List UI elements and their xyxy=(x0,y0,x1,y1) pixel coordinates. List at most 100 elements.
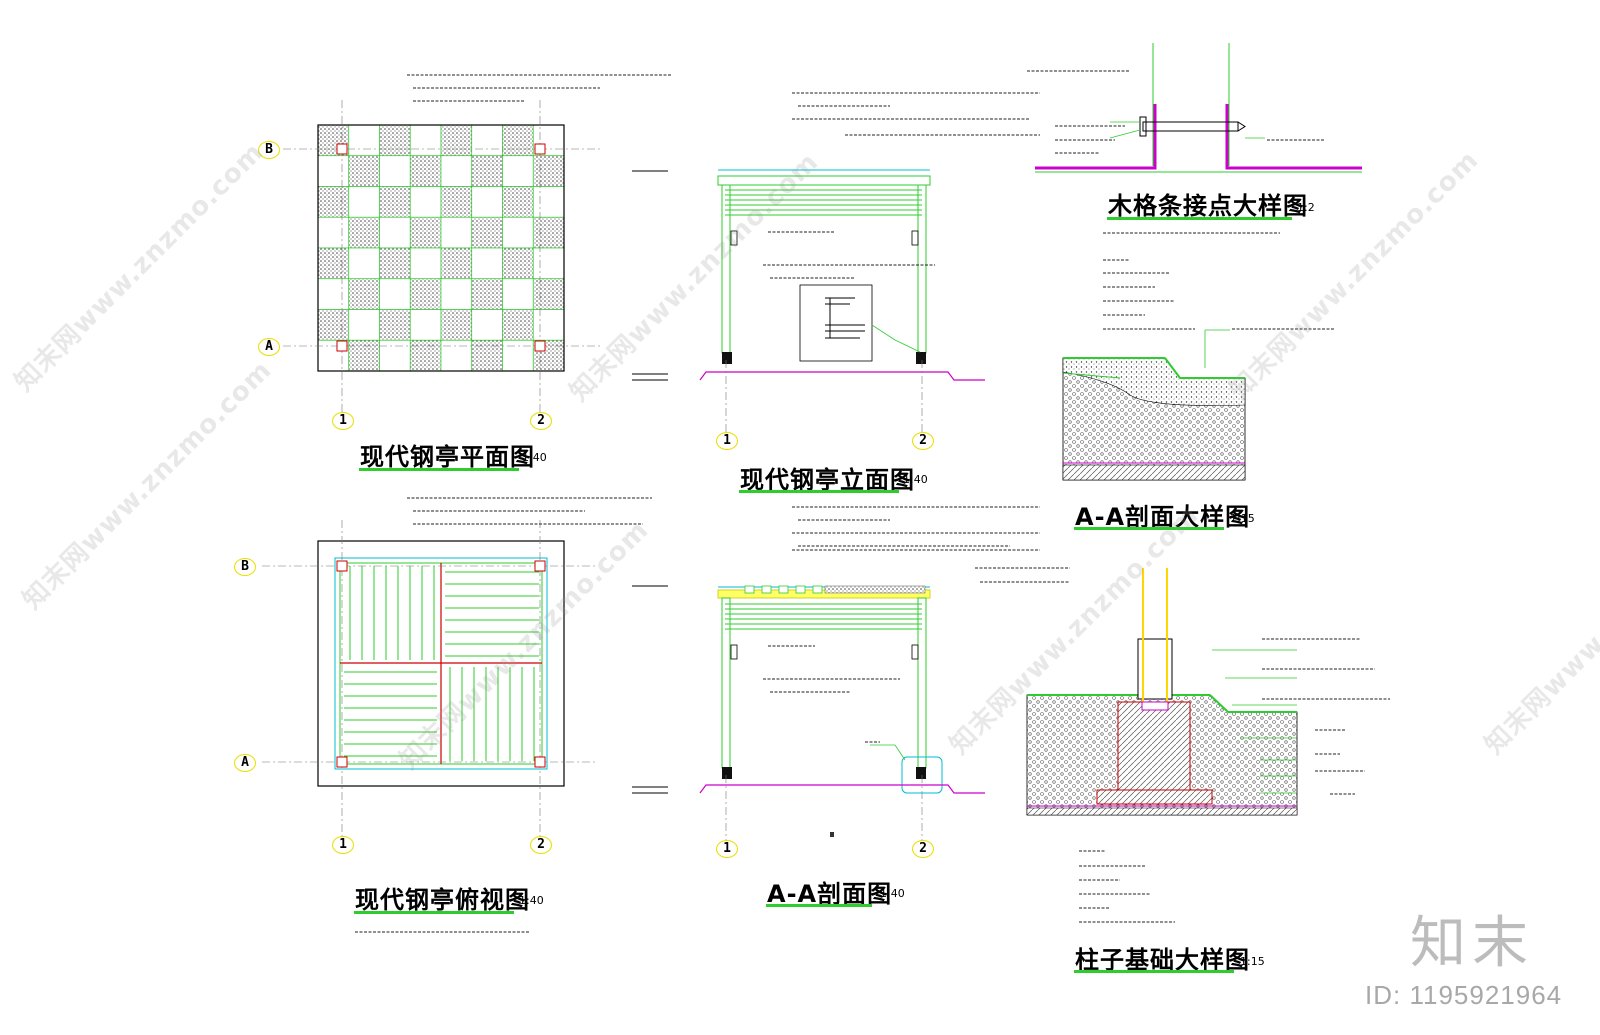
elevation-title: 现代钢亭立面图 xyxy=(740,466,915,494)
grid-bubble-col-1: 1 xyxy=(332,412,354,430)
grid-bubble-row-b: B xyxy=(258,141,280,159)
plan-tile xyxy=(502,278,534,310)
plan-tile xyxy=(440,278,473,310)
plan-tile xyxy=(379,247,411,280)
plan-tile xyxy=(532,247,565,280)
image-id: ID: 1195921964 xyxy=(1365,980,1563,1010)
plan-tile xyxy=(348,124,380,157)
column-detail-scale: 1:15 xyxy=(1240,955,1265,968)
plan-tile xyxy=(348,155,380,187)
plan-tile xyxy=(502,216,534,249)
plan-tile xyxy=(502,309,534,341)
plan-tile xyxy=(348,186,380,218)
plan-tile xyxy=(532,216,565,249)
grid-bubble-col-2: 2 xyxy=(530,412,552,430)
section-scale: 1:40 xyxy=(880,887,905,900)
plan-tile xyxy=(317,278,350,310)
joint-detail xyxy=(1035,43,1362,173)
plan-tile xyxy=(348,278,380,310)
plan-tile xyxy=(440,247,473,280)
top-view xyxy=(262,520,595,850)
plan-tile xyxy=(532,186,565,218)
plan-tile xyxy=(409,216,442,249)
plan-tile xyxy=(502,155,534,187)
aa-detail-scale: 1:15 xyxy=(1230,512,1255,525)
top-view-title: 现代钢亭俯视图 xyxy=(355,886,530,914)
plan-tile xyxy=(471,278,503,310)
plan-tile xyxy=(440,186,473,218)
plan-tile xyxy=(317,309,350,341)
plan-tile xyxy=(409,186,442,218)
plan-tile xyxy=(532,278,565,310)
plan-tile xyxy=(471,124,503,157)
plan-tile xyxy=(379,278,411,310)
plan-tile xyxy=(379,309,411,341)
plan-tile xyxy=(317,155,350,187)
plan-title-underline xyxy=(359,468,519,471)
plan-tile xyxy=(440,309,473,341)
grid-bubble-row-b: B xyxy=(234,558,256,576)
section-view xyxy=(632,585,985,845)
plan-tile xyxy=(471,247,503,280)
plan-tile xyxy=(348,247,380,280)
grid-bubble-row-a: A xyxy=(258,338,280,356)
grid-bubble-col-1: 1 xyxy=(716,432,738,450)
grid-bubble-col-2: 2 xyxy=(530,836,552,854)
plan-tile xyxy=(471,216,503,249)
top-view-scale: 1:40 xyxy=(519,894,544,907)
plan-tile xyxy=(440,124,473,157)
aa-detail-title-underline xyxy=(1074,527,1224,530)
plan-tile xyxy=(440,216,473,249)
plan-tile xyxy=(440,155,473,187)
grid-bubble-col-2: 2 xyxy=(912,840,934,858)
plan-tile xyxy=(471,155,503,187)
plan-tile xyxy=(317,247,350,280)
elevation-view xyxy=(632,169,985,440)
aa-detail-title: A-A剖面大样图 xyxy=(1075,503,1251,531)
plan-tile xyxy=(379,155,411,187)
plan-tile xyxy=(379,124,411,157)
plan-tile xyxy=(379,216,411,249)
grid-bubble-col-1: 1 xyxy=(332,836,354,854)
plan-tile xyxy=(409,309,442,341)
plan-title: 现代钢亭平面图 xyxy=(360,443,535,471)
column-foundation-detail xyxy=(1026,568,1298,816)
grid-bubble-row-a: A xyxy=(234,754,256,772)
plan-tile xyxy=(379,186,411,218)
plan-view xyxy=(283,100,600,420)
plan-tile xyxy=(317,186,350,218)
plan-tile xyxy=(502,124,534,157)
plan-checker-tiles xyxy=(317,124,565,372)
plan-tile xyxy=(502,247,534,280)
plan-tile xyxy=(471,309,503,341)
grid-bubble-col-1: 1 xyxy=(716,840,738,858)
plan-tile xyxy=(317,216,350,249)
plan-tile xyxy=(409,339,442,372)
elevation-title-underline xyxy=(739,490,899,493)
plan-tile xyxy=(348,216,380,249)
plan-tile xyxy=(409,247,442,280)
plan-tile xyxy=(409,124,442,157)
plan-tile xyxy=(440,339,473,372)
section-title-underline xyxy=(766,904,872,907)
aa-section-detail xyxy=(1062,329,1246,481)
column-detail-title-underline xyxy=(1074,970,1234,973)
plan-tile xyxy=(409,278,442,310)
joint-detail-scale: 1:2 xyxy=(1297,201,1315,214)
plan-scale: 1:40 xyxy=(522,451,547,464)
plan-tile xyxy=(532,309,565,341)
plan-tile xyxy=(502,186,534,218)
plan-tile xyxy=(471,339,503,372)
top-view-title-underline xyxy=(354,911,514,914)
plan-tile xyxy=(502,339,534,372)
section-title: A-A剖面图 xyxy=(767,880,893,908)
elevation-scale: 1:40 xyxy=(903,473,928,486)
plan-tile xyxy=(379,339,411,372)
plan-tile xyxy=(532,155,565,187)
column-detail-title: 柱子基础大样图 xyxy=(1075,946,1250,974)
grid-bubble-col-2: 2 xyxy=(912,432,934,450)
joint-detail-title: 木格条接点大样图 xyxy=(1108,192,1308,220)
plan-tile xyxy=(409,155,442,187)
